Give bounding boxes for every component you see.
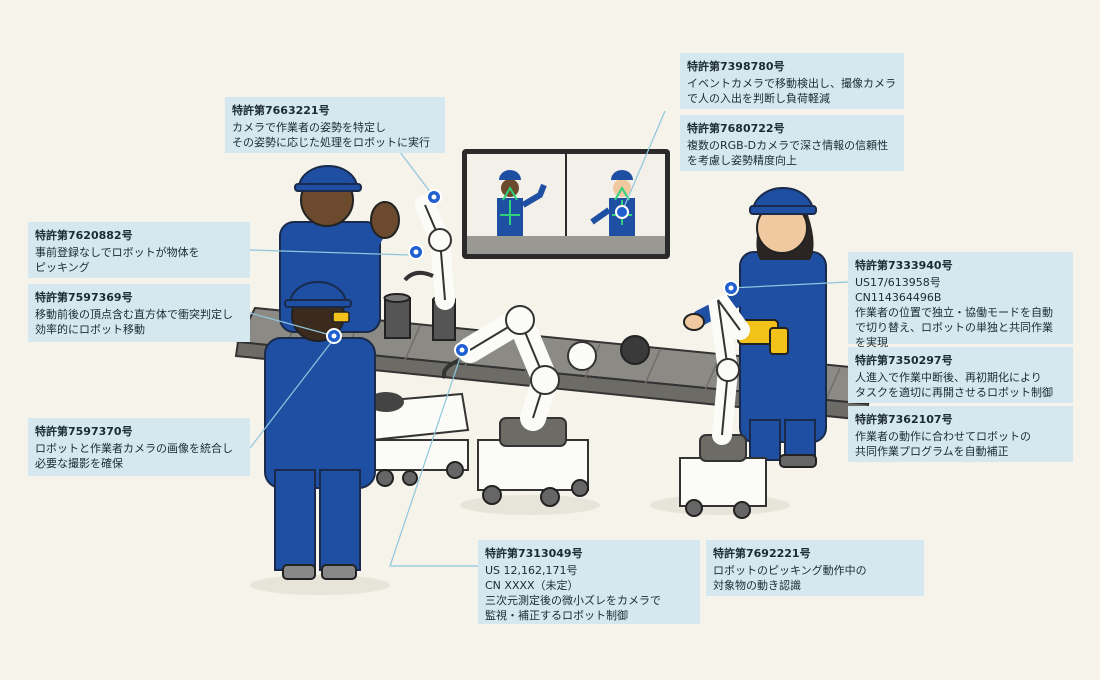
callout-line: カメラで作業者の姿勢を特定し: [232, 120, 438, 135]
callout-patent-7620882: 特許第7620882号 事前登録なしでロボットが物体を ピッキング: [28, 222, 250, 278]
callout-number: 特許第7663221号: [232, 103, 438, 118]
callout-line: イベントカメラで移動検出し、撮像カメラ: [687, 76, 897, 91]
callout-line: 三次元測定後の微小ズレをカメラで: [485, 593, 693, 608]
callout-patent-7333940: 特許第7333940号 US17/613958号 CN114364496B 作業…: [848, 252, 1073, 344]
callout-line: 人進入で作業中断後、再初期化により: [855, 370, 1066, 385]
callout-line: タスクを適切に再開させるロボット制御: [855, 385, 1066, 400]
callout-patent-7350297: 特許第7350297号 人進入で作業中断後、再初期化により タスクを適切に再開さ…: [848, 347, 1073, 403]
camera-marker-icon: [409, 245, 423, 259]
camera-marker-icon: [327, 329, 341, 343]
callout-patent-7398780: 特許第7398780号 イベントカメラで移動検出し、撮像カメラ で人の入出を判断…: [680, 53, 904, 109]
callout-patent-7692221: 特許第7692221号 ロボットのピッキング動作中の 対象物の動き認識: [706, 540, 924, 596]
callout-line: その姿勢に応じた処理をロボットに実行: [232, 135, 438, 150]
callout-line: ピッキング: [35, 260, 243, 275]
callout-patent-7362107: 特許第7362107号 作業者の動作に合わせてロボットの 共同作業プログラムを自…: [848, 406, 1073, 462]
callout-line: CN114364496B: [855, 290, 1066, 305]
callout-line: US17/613958号: [855, 275, 1066, 290]
callout-line: 共同作業プログラムを自動補正: [855, 444, 1066, 459]
callout-number: 特許第7597370号: [35, 424, 243, 439]
camera-marker-icon: [427, 190, 441, 204]
callout-patent-7313049: 特許第7313049号 US 12,162,171号 CN XXXX（未定） 三…: [478, 540, 700, 624]
callout-line: ロボットと作業者カメラの画像を統合し: [35, 441, 243, 456]
callout-number: 特許第7680722号: [687, 121, 897, 136]
callout-line: CN XXXX（未定）: [485, 578, 693, 593]
callout-line: 監視・補正するロボット制御: [485, 608, 693, 623]
callout-line: ロボットのピッキング動作中の: [713, 563, 917, 578]
camera-marker-icon: [616, 206, 628, 218]
callout-number: 特許第7398780号: [687, 59, 897, 74]
callout-number: 特許第7333940号: [855, 258, 1066, 273]
callout-number: 特許第7313049号: [485, 546, 693, 561]
callout-number: 特許第7692221号: [713, 546, 917, 561]
camera-marker-icon: [724, 281, 738, 295]
camera-marker-icon: [455, 343, 469, 357]
callout-number: 特許第7350297号: [855, 353, 1066, 368]
callout-patent-7597369: 特許第7597369号 移動前後の頂点含む直方体で衝突判定し 効率的にロボット移…: [28, 284, 250, 342]
callout-line: で切り替え、ロボットの単独と共同作業: [855, 320, 1066, 335]
callout-line: 効率的にロボット移動: [35, 322, 243, 337]
monitor-screen: [462, 149, 670, 259]
worker-right: [684, 188, 826, 467]
callout-patent-7597370: 特許第7597370号 ロボットと作業者カメラの画像を統合し 必要な撮影を確保: [28, 418, 250, 476]
callout-line: 事前登録なしでロボットが物体を: [35, 245, 243, 260]
callout-line: US 12,162,171号: [485, 563, 693, 578]
callout-line: 必要な撮影を確保: [35, 456, 243, 471]
callout-number: 特許第7620882号: [35, 228, 243, 243]
callout-patent-7663221: 特許第7663221号 カメラで作業者の姿勢を特定し その姿勢に応じた処理をロボ…: [225, 97, 445, 153]
callout-line: 移動前後の頂点含む直方体で衝突判定し: [35, 307, 243, 322]
callout-line: で人の入出を判断し負荷軽減: [687, 91, 897, 106]
callout-line: を考慮し姿勢精度向上: [687, 153, 897, 168]
callout-number: 特許第7362107号: [855, 412, 1066, 427]
callout-patent-7680722: 特許第7680722号 複数のRGB-Dカメラで深さ情報の信頼性 を考慮し姿勢精…: [680, 115, 904, 171]
callout-number: 特許第7597369号: [35, 290, 243, 305]
callout-line: 複数のRGB-Dカメラで深さ情報の信頼性: [687, 138, 897, 153]
callout-line: 対象物の動き認識: [713, 578, 917, 593]
callout-line: 作業者の位置で独立・協働モードを自動: [855, 305, 1066, 320]
callout-line: 作業者の動作に合わせてロボットの: [855, 429, 1066, 444]
parts-cart: [368, 392, 468, 486]
